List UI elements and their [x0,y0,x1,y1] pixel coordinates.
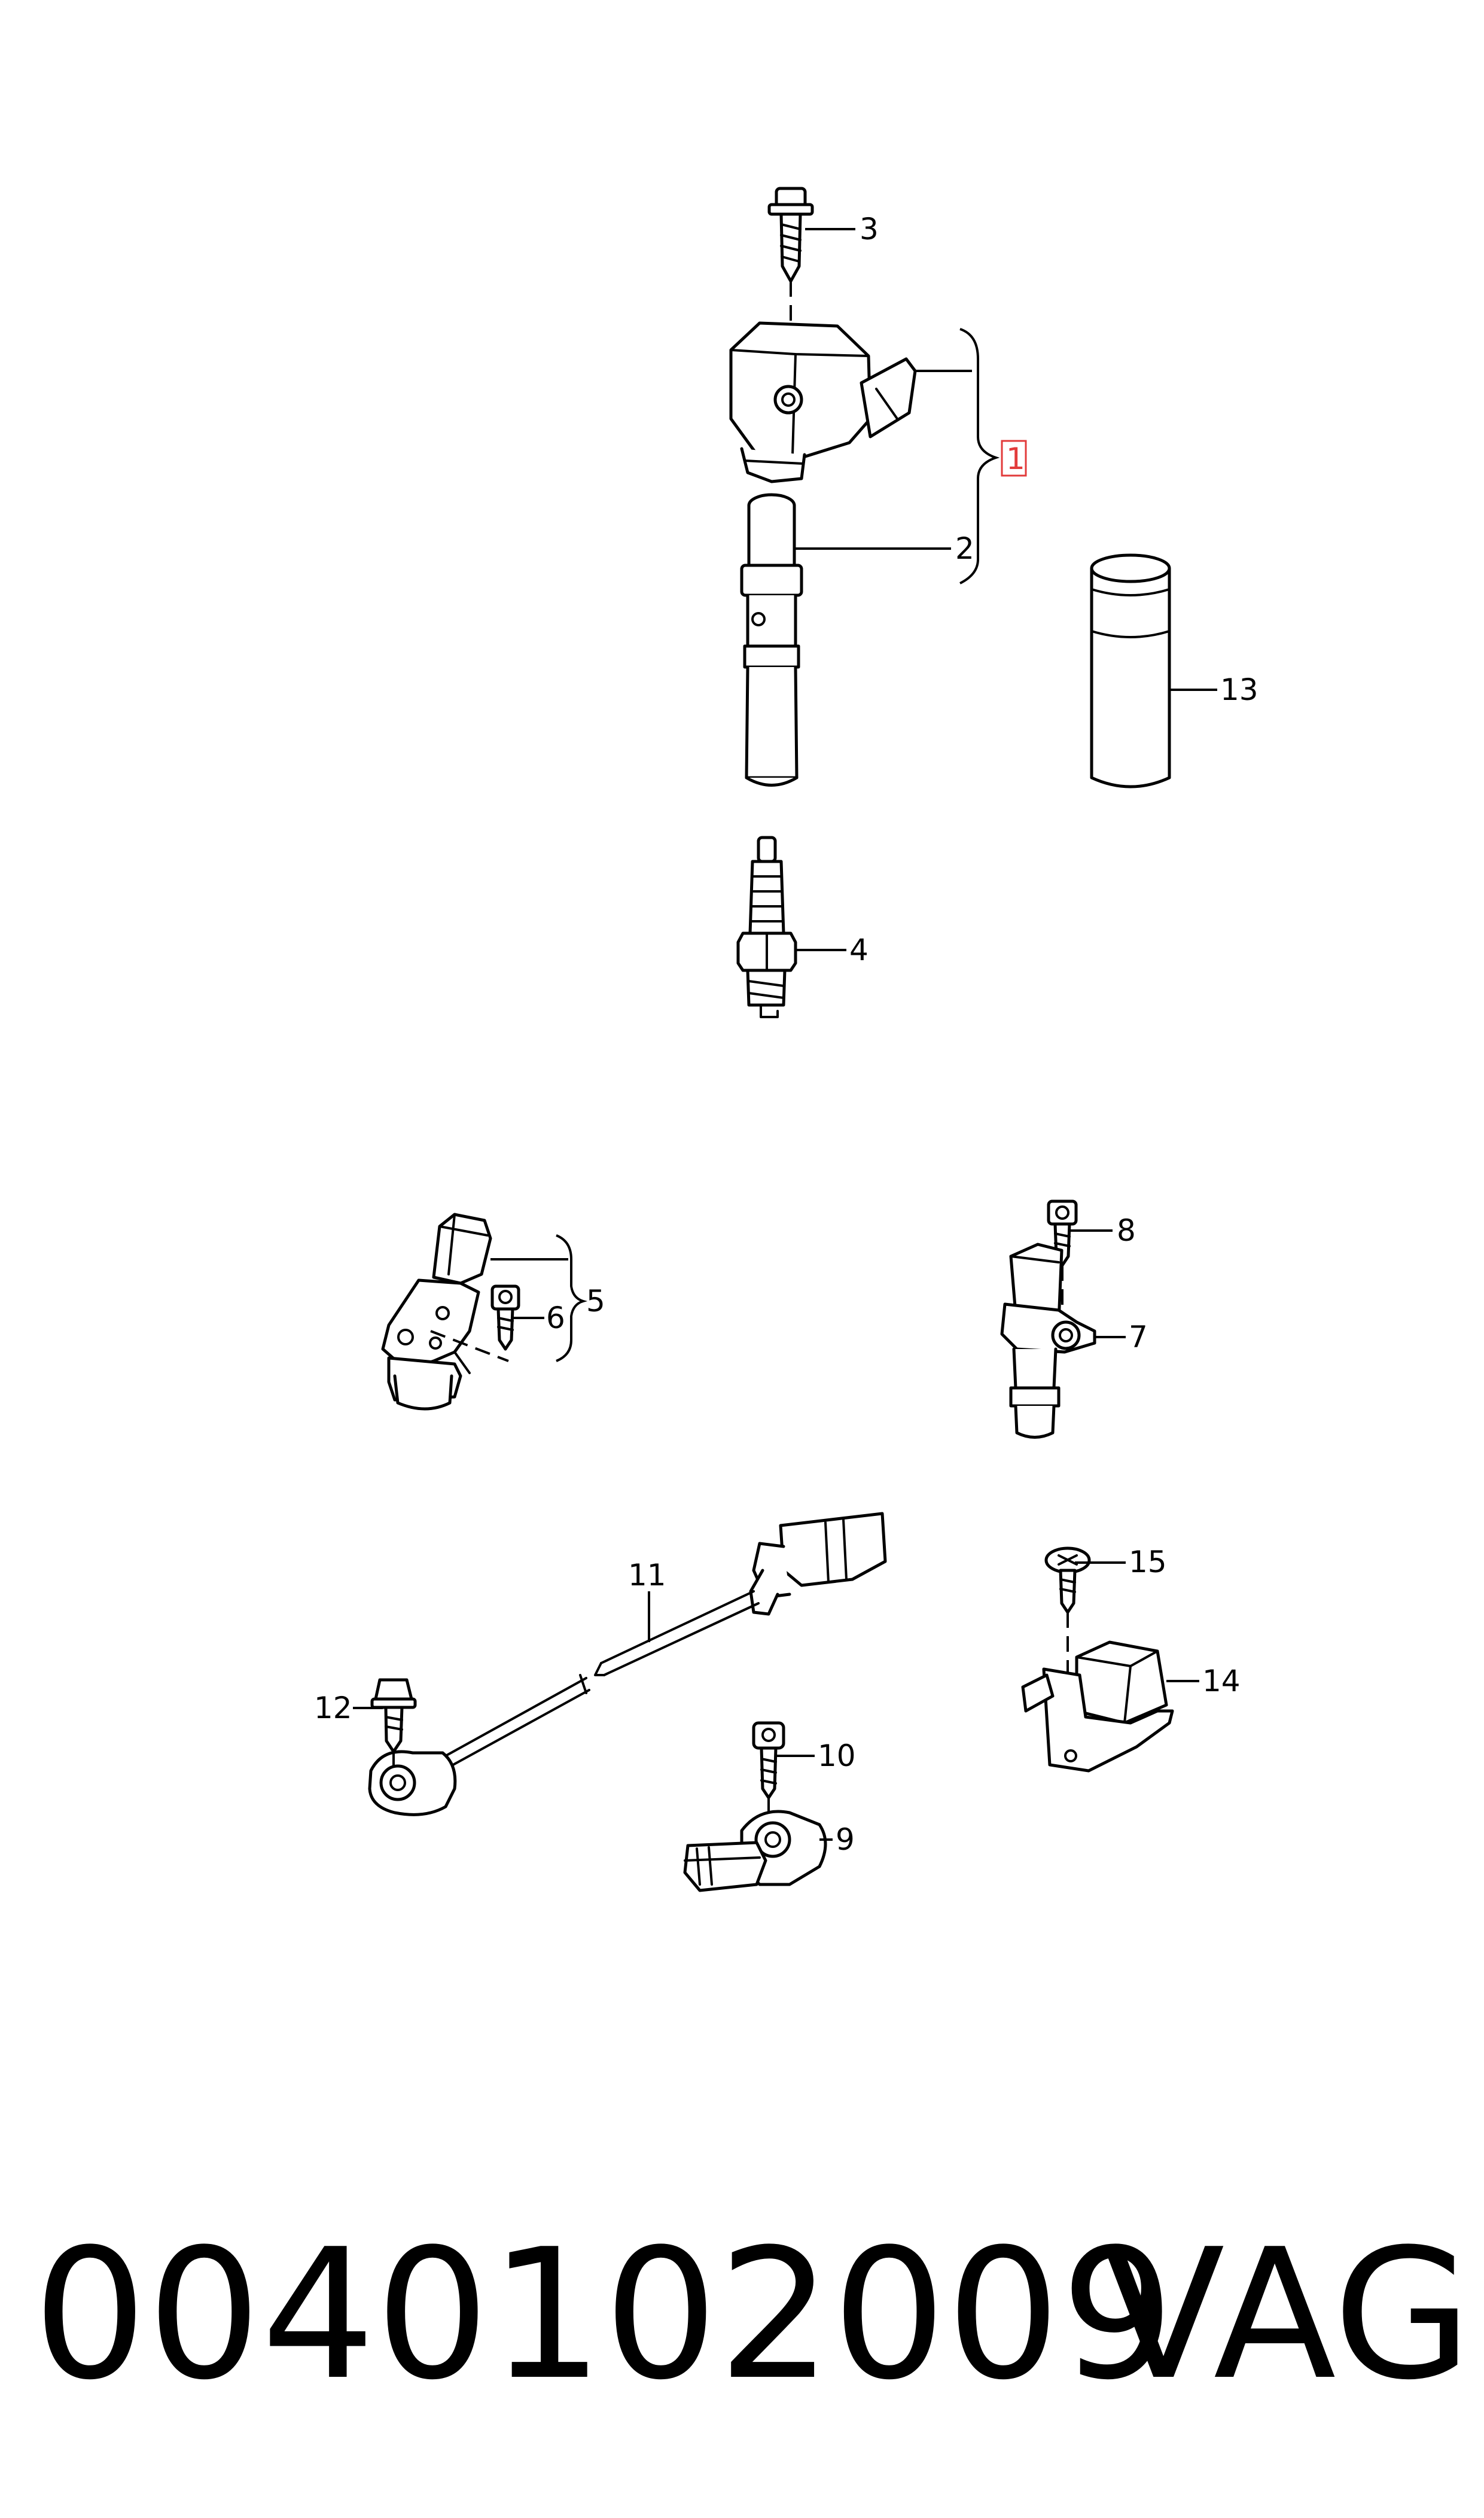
callout-11: 11 [628,1558,666,1593]
control-unit-part-14 [1021,1640,1174,1773]
ignition-coil-head-part-1 [729,321,917,483]
callout-1-highlight-box [1001,440,1027,477]
spark-plug-part-4 [736,836,797,1018]
bolt-part-15 [1044,1546,1091,1614]
callout-8: 8 [1117,1213,1136,1248]
callout-7: 7 [1129,1320,1148,1354]
callout-9: 9 [836,1822,855,1857]
callout-12: 12 [314,1691,352,1725]
bolt-part-12 [370,1678,417,1753]
part-number: 0040102009 [33,2211,1175,2419]
sensor-part-7 [1000,1243,1096,1439]
callout-5: 5 [586,1284,605,1319]
bolt-part-6 [490,1284,520,1351]
knock-sensor-part-9 [683,1810,827,1892]
callout-2: 2 [955,531,974,566]
callout-1: 1 [1006,442,1025,476]
cable-part-11 [444,1512,887,1768]
callout-13: 13 [1220,672,1258,707]
sleeve-part-13 [1090,553,1171,788]
sensor-part-5 [381,1213,492,1411]
callout-15: 15 [1129,1545,1167,1579]
callout-6: 6 [546,1301,565,1335]
callout-4: 4 [849,933,869,967]
bolt-part-10 [752,1721,785,1800]
callout-3: 3 [860,212,879,246]
callout-10: 10 [818,1738,856,1773]
brand-name: VAG [1102,2211,1472,2419]
callout-14: 14 [1202,1664,1241,1698]
ignition-coil-boot-part-2 [740,493,803,787]
knock-sensor-cable-end [368,1750,457,1816]
bolt-part-3 [767,187,814,283]
